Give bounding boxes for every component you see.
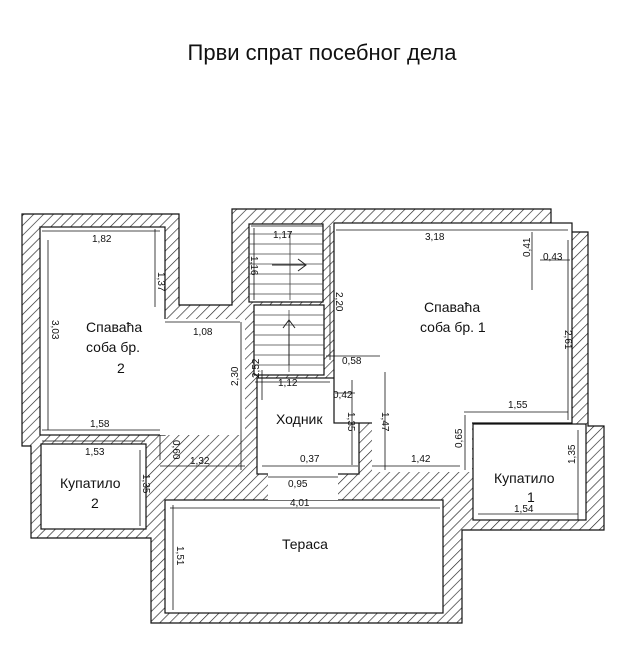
dim-1-32: 1,32 xyxy=(190,456,210,467)
dim-1-35c: 1,35 xyxy=(567,444,578,464)
room-label-bedroom-2-line2: соба бр. xyxy=(86,339,140,355)
room-label-terrace: Тераса xyxy=(282,536,328,552)
room-label-bedroom-1-line1: Спаваћа xyxy=(424,299,480,315)
dim-2-20: 2,20 xyxy=(333,292,344,312)
room-label-bathroom-2-line1: Купатило xyxy=(60,475,121,491)
room-label-bedroom-2-line3: 2 xyxy=(117,360,125,376)
dim-1-35a: 1,35 xyxy=(140,474,151,494)
room-terrace xyxy=(164,499,444,614)
dim-1-16: 1,16 xyxy=(248,256,259,276)
dim-1-54: 1,54 xyxy=(514,504,534,515)
dim-0-65: 0,65 xyxy=(454,428,465,448)
dim-1-42: 1,42 xyxy=(411,454,431,465)
room-bathroom-1 xyxy=(472,423,587,521)
room-label-hallway: Ходник xyxy=(276,411,323,427)
room-bedroom-2 xyxy=(39,226,166,436)
dim-1-82: 1,82 xyxy=(92,234,112,245)
room-label-bathroom-2-line2: 2 xyxy=(91,495,99,511)
room-label-bathroom-1-line2: 1 xyxy=(527,489,535,505)
room-bedroom-2-ext xyxy=(160,319,245,435)
room-bathroom-2 xyxy=(40,443,147,530)
dim-3-03: 3,03 xyxy=(49,320,60,340)
dim-1-37: 1,37 xyxy=(155,272,166,292)
dim-1-08: 1,08 xyxy=(193,327,213,338)
dim-2-30: 2,30 xyxy=(230,366,241,386)
dim-1-58: 1,58 xyxy=(90,419,110,430)
dim-1-53: 1,53 xyxy=(85,447,105,458)
dim-0-60: 0,60 xyxy=(170,440,181,460)
dim-2-61: 2,61 xyxy=(562,330,573,350)
dim-1-35b: 1,35 xyxy=(345,412,356,432)
dim-1-51: 1,51 xyxy=(174,546,185,566)
dim-0-43: 0,43 xyxy=(543,252,563,263)
dim-0-58: 0,58 xyxy=(342,356,362,367)
room-label-bathroom-1-line1: Купатило xyxy=(494,470,555,486)
dim-1-55: 1,55 xyxy=(508,400,528,411)
stair-arrows xyxy=(272,258,307,365)
room-stairs-upper xyxy=(248,223,324,303)
dim-0-95: 0,95 xyxy=(288,479,308,490)
dim-1-12: 1,12 xyxy=(278,378,298,389)
dim-0-37: 0,37 xyxy=(300,454,320,465)
dim-2-52: 2,52 xyxy=(251,358,262,378)
dim-1-17: 1,17 xyxy=(273,230,293,241)
dim-4-01: 4,01 xyxy=(290,498,310,509)
room-bedroom-1-low xyxy=(372,420,472,472)
dimension-lines xyxy=(42,225,579,610)
room-label-bedroom-2-line1: Спаваћа xyxy=(86,319,142,335)
dim-3-18: 3,18 xyxy=(425,232,445,243)
dim-1-47: 1,47 xyxy=(379,412,390,432)
room-label-bedroom-1-line2: соба бр. 1 xyxy=(420,319,486,335)
dim-0-41: 0,41 xyxy=(522,237,533,257)
page-title: Први спрат посебног дела xyxy=(187,40,457,65)
dim-0-42: 0,42 xyxy=(333,390,353,401)
